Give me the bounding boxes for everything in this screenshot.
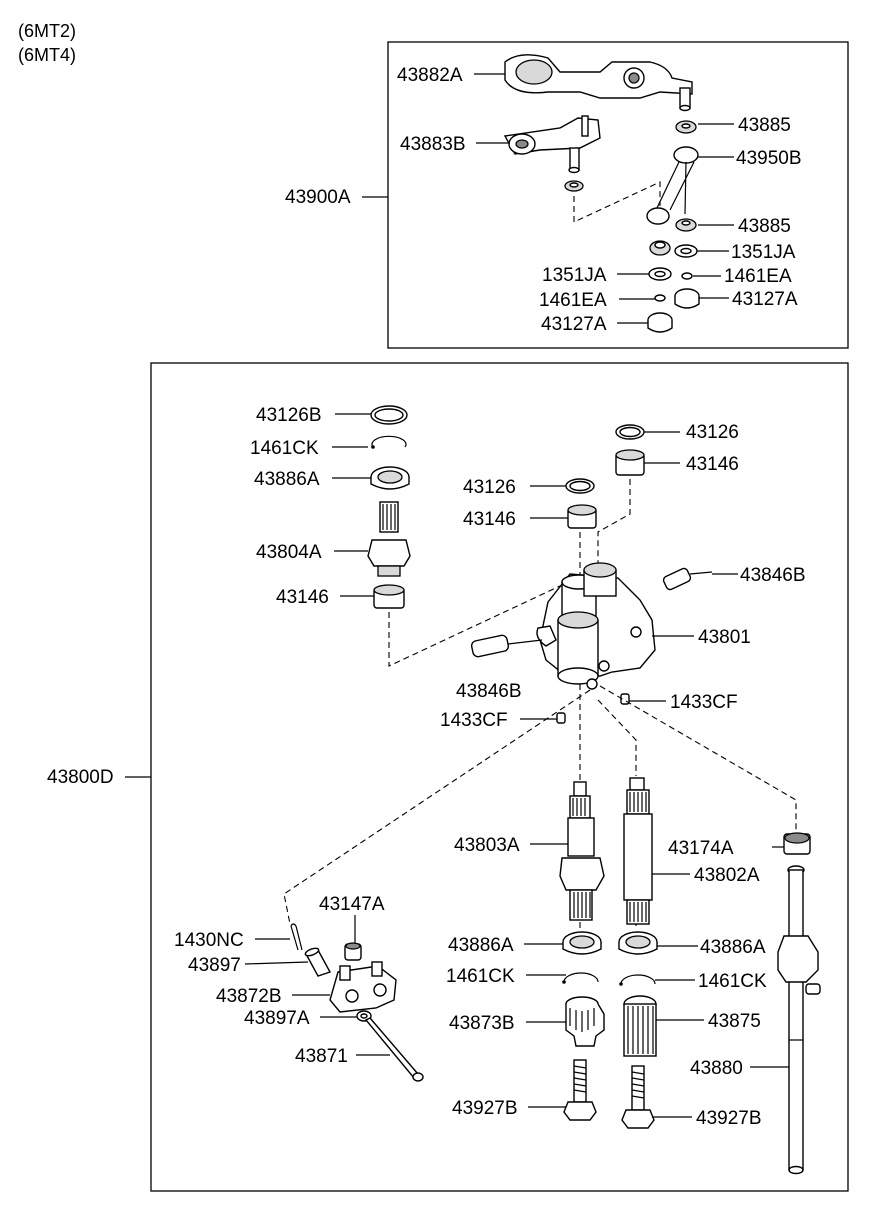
callout-43804A: 43804A bbox=[256, 542, 322, 563]
callout-43846B-left: 43846B bbox=[456, 681, 522, 702]
part-1430NC bbox=[290, 923, 303, 951]
callout-1461EA-left: 1461EA bbox=[539, 290, 607, 311]
callout-43897A: 43897A bbox=[244, 1008, 310, 1029]
part-43146-left bbox=[373, 584, 405, 609]
callout-43174A: 43174A bbox=[668, 838, 734, 859]
callout-43886A-top: 43886A bbox=[254, 469, 320, 490]
part-43886A-left bbox=[562, 931, 602, 955]
callout-43146-mid: 43146 bbox=[463, 509, 516, 530]
callout-43146-right: 43146 bbox=[686, 454, 739, 475]
part-43126-right bbox=[615, 424, 645, 440]
part-43126B bbox=[370, 405, 408, 425]
callout-43846B-right: 43846B bbox=[740, 565, 806, 586]
part-1461CK-right bbox=[619, 974, 656, 986]
callout-1461EA-right: 1461EA bbox=[724, 266, 792, 287]
part-43885-bottom bbox=[675, 218, 697, 232]
callout-43146-left: 43146 bbox=[276, 587, 329, 608]
part-43802A bbox=[623, 777, 653, 925]
callout-43803A: 43803A bbox=[454, 835, 520, 856]
callout-1351JA-left: 1351JA bbox=[542, 265, 607, 286]
part-washer-upper bbox=[564, 180, 584, 192]
callout-43882A: 43882A bbox=[397, 65, 463, 86]
callout-43883B: 43883B bbox=[400, 134, 466, 155]
leader-lines bbox=[244, 73, 789, 1118]
part-1433CF-left bbox=[556, 712, 566, 724]
part-43127A-left bbox=[647, 312, 673, 333]
callout-43127A-right: 43127A bbox=[732, 289, 798, 310]
part-43804A bbox=[367, 501, 411, 577]
part-1461EA-right bbox=[681, 272, 693, 280]
assembly-label-43800D: 43800D bbox=[47, 767, 114, 788]
callout-43801: 43801 bbox=[698, 627, 751, 648]
part-43146-right bbox=[615, 449, 645, 476]
part-43883B bbox=[503, 115, 601, 174]
callout-43126-mid: 43126 bbox=[463, 477, 516, 498]
part-43886A-right bbox=[618, 931, 658, 955]
part-43880 bbox=[777, 865, 821, 1175]
callout-43885-bottom: 43885 bbox=[738, 216, 791, 237]
callout-1433CF-left: 1433CF bbox=[440, 710, 508, 731]
callout-1461CK-top: 1461CK bbox=[250, 438, 319, 459]
part-43885-top bbox=[675, 120, 697, 134]
part-43872B bbox=[329, 961, 397, 1013]
callout-43880: 43880 bbox=[690, 1058, 743, 1079]
callout-43147A: 43147A bbox=[319, 894, 385, 915]
part-43950B bbox=[646, 146, 699, 225]
callout-43875: 43875 bbox=[708, 1011, 761, 1032]
callout-1430NC: 1430NC bbox=[174, 930, 244, 951]
callout-43886A-left: 43886A bbox=[448, 935, 514, 956]
dash-shaft-b bbox=[597, 699, 637, 776]
callout-43872B: 43872B bbox=[216, 986, 282, 1007]
part-43875 bbox=[623, 995, 657, 1057]
part-1461EA-left bbox=[654, 294, 666, 302]
part-43897 bbox=[304, 947, 332, 977]
part-bushing-left bbox=[649, 240, 671, 256]
callout-43886A-right: 43886A bbox=[700, 937, 766, 958]
callout-1351JA-right: 1351JA bbox=[731, 242, 796, 263]
callout-43927B-left: 43927B bbox=[452, 1098, 518, 1119]
callout-43127A-left: 43127A bbox=[541, 314, 607, 335]
part-43882A bbox=[504, 54, 693, 112]
part-1351JA-right bbox=[674, 244, 698, 258]
variant-label-1: (6MT2) bbox=[18, 21, 76, 41]
part-43871 bbox=[364, 1017, 424, 1082]
part-43886A-top bbox=[370, 466, 410, 490]
part-1351JA-left bbox=[648, 267, 672, 281]
callout-43897: 43897 bbox=[188, 955, 241, 976]
callout-1461CK-right: 1461CK bbox=[698, 971, 767, 992]
part-43801-housing bbox=[536, 562, 656, 690]
part-43927B-right bbox=[621, 1065, 655, 1129]
callout-1461CK-left: 1461CK bbox=[446, 966, 515, 987]
dash-upper bbox=[573, 181, 661, 223]
callout-43873B: 43873B bbox=[449, 1013, 515, 1034]
part-1461CK-top bbox=[371, 435, 407, 449]
part-43126-mid bbox=[565, 478, 595, 494]
part-1461CK-left bbox=[562, 972, 599, 984]
part-43846B-right bbox=[662, 567, 713, 591]
callout-43885-top: 43885 bbox=[738, 115, 791, 136]
dash-shift-rail bbox=[599, 685, 797, 830]
part-43873B bbox=[565, 996, 605, 1047]
dash-right bbox=[597, 479, 631, 566]
part-43174A bbox=[783, 832, 811, 855]
part-43127A-right bbox=[674, 288, 700, 309]
dash-linkage bbox=[283, 689, 591, 925]
upper-assembly-frame bbox=[387, 41, 849, 349]
part-43146-mid bbox=[567, 504, 597, 529]
callout-43802A: 43802A bbox=[694, 865, 760, 886]
callout-43927B-right: 43927B bbox=[696, 1108, 762, 1129]
callout-43871: 43871 bbox=[295, 1046, 348, 1067]
assembly-label-43900A: 43900A bbox=[285, 187, 351, 208]
callout-43126B: 43126B bbox=[256, 405, 322, 426]
part-43927B-left bbox=[563, 1059, 597, 1121]
callout-43950B: 43950B bbox=[736, 148, 802, 169]
callout-43126-right: 43126 bbox=[686, 422, 739, 443]
variant-label-2: (6MT4) bbox=[18, 45, 76, 65]
part-43846B-left bbox=[470, 634, 543, 658]
part-43803A bbox=[559, 781, 605, 921]
callout-1433CF-right: 1433CF bbox=[670, 692, 738, 713]
part-43147A bbox=[344, 942, 362, 961]
